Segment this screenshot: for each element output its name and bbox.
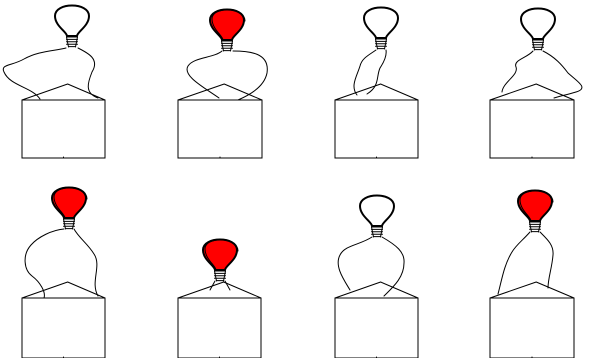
lit-bulb-icon <box>210 10 245 52</box>
battery-cap <box>22 84 105 100</box>
bulb-screw-base <box>215 271 226 281</box>
battery-cap <box>178 84 262 100</box>
circuit-panel-8 <box>490 191 574 358</box>
battery-cap <box>335 282 418 298</box>
bulb-glass <box>203 240 237 271</box>
bulb-screw-base <box>376 39 387 49</box>
unlit-bulb-icon <box>521 9 555 51</box>
battery-box <box>178 100 262 158</box>
battery-box <box>178 298 261 358</box>
unlit-bulb-icon <box>364 8 398 50</box>
wire <box>498 232 553 294</box>
bulb-screw-base <box>222 41 233 51</box>
bulb-screw-base <box>372 227 383 237</box>
bulb-glass <box>55 6 89 37</box>
bulb-glass <box>521 9 555 40</box>
bulb-screw-base <box>533 40 544 50</box>
bulb-glass <box>210 10 244 41</box>
unlit-bulb-icon <box>55 6 89 48</box>
circuit-panel-6 <box>178 240 261 358</box>
battery-box <box>490 100 574 158</box>
bulb-glass <box>518 191 552 222</box>
circuit-panel-2 <box>178 10 267 159</box>
circuit-panel-7 <box>335 196 418 358</box>
battery-cap <box>335 84 418 100</box>
wire <box>502 51 582 98</box>
battery-box <box>335 100 418 158</box>
bulb-screw-base <box>67 37 78 47</box>
wire <box>210 281 230 290</box>
battery-cap <box>178 282 261 298</box>
bulb-screw-base <box>64 219 75 229</box>
wire <box>338 237 404 296</box>
battery-cap <box>490 282 574 298</box>
bulb-glass <box>364 8 398 39</box>
wire <box>354 50 386 95</box>
circuit-panel-3 <box>335 8 418 159</box>
lit-bulb-icon <box>203 240 238 282</box>
circuit-panel-5 <box>22 188 105 358</box>
battery-box <box>22 298 105 358</box>
battery-cap <box>22 282 105 298</box>
bulb-screw-base <box>530 222 541 232</box>
circuit-panel-4 <box>490 9 582 159</box>
battery-cap <box>490 84 574 100</box>
battery-box <box>335 298 418 358</box>
unlit-bulb-icon <box>360 196 394 238</box>
bulb-glass <box>52 188 86 219</box>
lit-bulb-icon <box>518 191 553 233</box>
circuit-panel-1 <box>3 6 105 159</box>
battery-box <box>490 298 574 358</box>
lit-bulb-icon <box>52 188 87 230</box>
wire <box>25 229 98 298</box>
battery-box <box>22 100 105 158</box>
bulb-glass <box>360 196 394 227</box>
